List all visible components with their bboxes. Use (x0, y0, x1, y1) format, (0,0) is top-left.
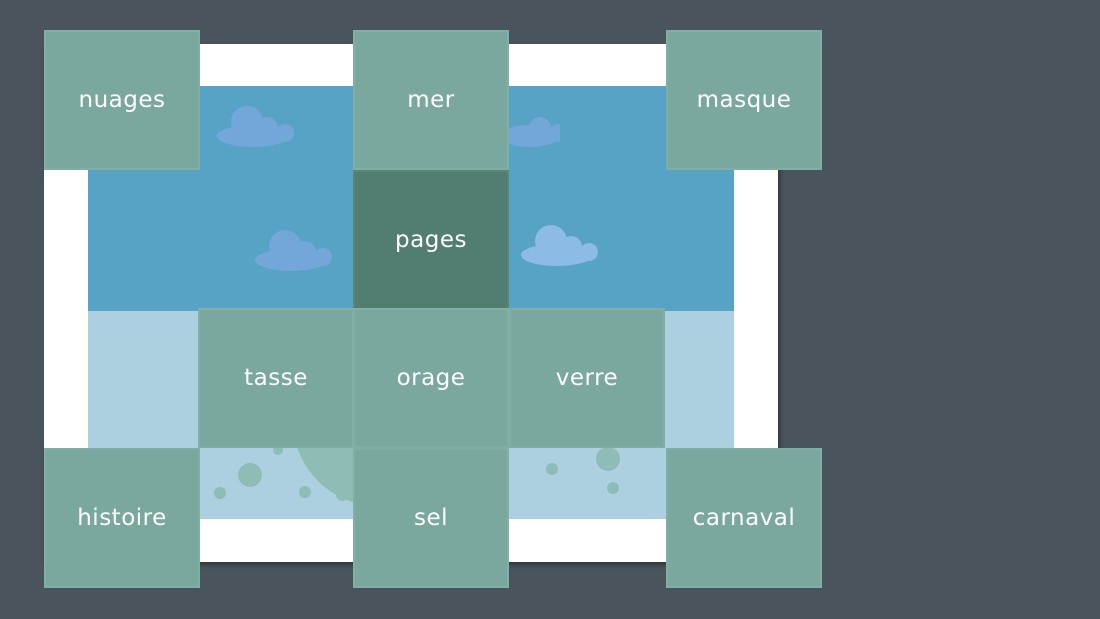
cloud-icon (521, 225, 598, 266)
cloud-icon (255, 230, 332, 271)
word-tile-tasse[interactable]: tasse (198, 308, 354, 448)
word-tile-sel[interactable]: sel (353, 448, 509, 588)
word-tile-verre[interactable]: verre (509, 308, 665, 448)
word-tile-pages-selected[interactable]: pages (353, 170, 509, 310)
word-tile-carnaval[interactable]: carnaval (666, 448, 822, 588)
word-tile-histoire[interactable]: histoire (44, 448, 200, 588)
word-tile-nuages[interactable]: nuages (44, 30, 200, 170)
cloud-icon (217, 106, 294, 147)
word-tile-masque[interactable]: masque (666, 30, 822, 170)
cloud-icon (500, 117, 560, 147)
word-tile-mer[interactable]: mer (353, 30, 509, 170)
word-tile-orage[interactable]: orage (353, 308, 509, 448)
